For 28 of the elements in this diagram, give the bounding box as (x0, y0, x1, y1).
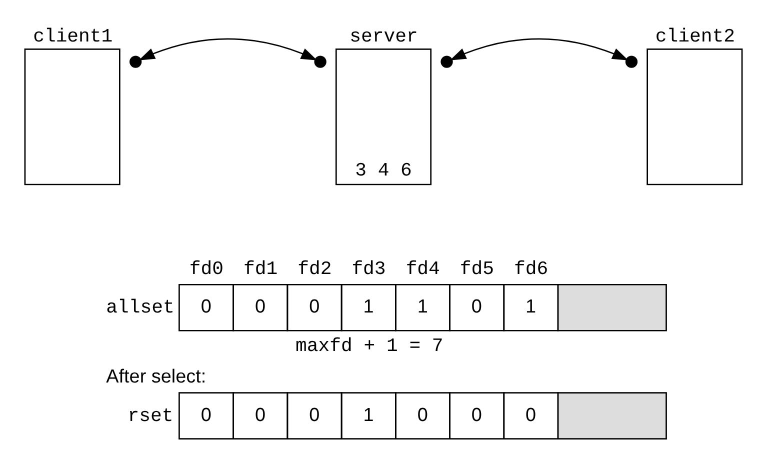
label: 1 (526, 296, 536, 318)
label: 0 (526, 404, 536, 426)
label: fd1 (243, 258, 278, 280)
label: 0 (200, 404, 212, 426)
label: fd3 (352, 258, 386, 280)
label: 0 (309, 404, 320, 426)
label: After select: (106, 366, 206, 387)
node-label: client1 (33, 24, 113, 47)
label: 0 (254, 296, 266, 318)
label: 1 (417, 296, 428, 318)
label: fd2 (298, 258, 332, 280)
label: maxfd + 1 = 7 (296, 334, 444, 357)
label: 0 (254, 404, 266, 426)
label: 0 (309, 296, 320, 318)
label: fd5 (460, 258, 494, 280)
label: 0 (417, 404, 428, 426)
label: fd0 (189, 258, 224, 280)
label: rset (128, 404, 174, 426)
node-label: server (350, 24, 418, 47)
node-label: client2 (655, 24, 736, 47)
label: 0 (200, 296, 212, 318)
label: allset (106, 296, 174, 318)
label: fd4 (406, 258, 440, 280)
label: 0 (471, 296, 482, 318)
label: 1 (363, 296, 374, 318)
label: 0 (471, 404, 482, 426)
label: fd6 (514, 258, 548, 280)
label: 1 (363, 404, 374, 426)
